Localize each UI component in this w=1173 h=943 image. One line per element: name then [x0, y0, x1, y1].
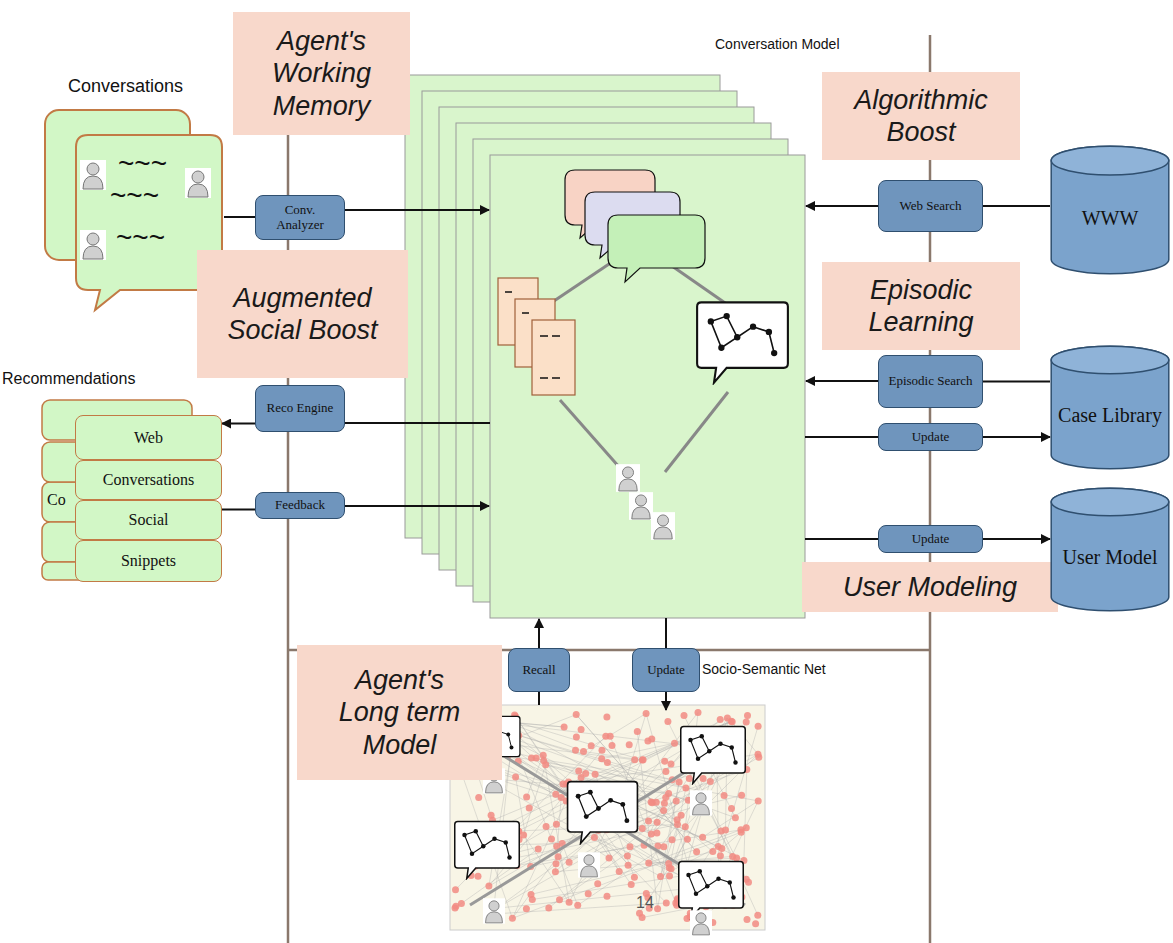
- process-box: Reco Engine: [255, 385, 345, 432]
- connector: [222, 423, 255, 425]
- text-squiggle: ~~~: [116, 222, 165, 254]
- section-label: Recommendations: [2, 370, 135, 388]
- node-text: Web: [134, 429, 163, 447]
- process-box: Update: [878, 423, 983, 451]
- recommendation-card: Conversations: [75, 460, 222, 500]
- section-label: Conversations: [68, 76, 183, 97]
- slide-number: 14: [636, 894, 654, 912]
- connector: [222, 509, 255, 511]
- node-text: Algorithmic Boost: [836, 84, 1006, 149]
- callout-label: Augmented Social Boost: [197, 250, 408, 378]
- node-text: Reco Engine: [267, 401, 334, 416]
- node-text: Update: [912, 430, 950, 445]
- node-text: User Model: [1063, 546, 1158, 569]
- connector: [983, 205, 1050, 207]
- connector: [983, 538, 1050, 540]
- node-text: Snippets: [121, 552, 176, 570]
- database-cylinder: Case Library: [1050, 345, 1170, 470]
- node-text: Social: [129, 511, 169, 529]
- recommendation-card: Snippets: [75, 540, 222, 582]
- node-text: WWW: [1082, 207, 1139, 230]
- process-box: Update: [878, 525, 983, 553]
- section-label: Socio-Semantic Net: [702, 661, 826, 677]
- node-text: Case Library: [1058, 404, 1162, 427]
- process-box: Update: [632, 648, 700, 692]
- connector: [983, 436, 1050, 438]
- connector: [983, 381, 1050, 383]
- database-cylinder: WWW: [1050, 145, 1170, 275]
- node-text: Conv. Analyzer: [260, 203, 340, 233]
- node-text: Feedback: [275, 498, 325, 513]
- text-squiggle: ~~~: [110, 180, 159, 212]
- text-squiggle: ~~~: [118, 148, 167, 180]
- node-text: Augmented Social Boost: [211, 282, 394, 347]
- process-box: Episodic Search: [878, 355, 983, 408]
- node-text: Agent's Long term Model: [322, 664, 477, 761]
- recommendation-card: Social: [75, 500, 222, 540]
- callout-label: Algorithmic Boost: [822, 72, 1020, 160]
- process-box: Feedback: [255, 492, 345, 519]
- node-text: Episodic Search: [888, 374, 972, 389]
- node-text: Update: [647, 663, 685, 678]
- node-text: Conversations: [103, 471, 195, 489]
- node-text: Update: [912, 532, 950, 547]
- recommendation-card: Web: [75, 415, 222, 460]
- callout-label: User Modeling: [802, 562, 1058, 612]
- callout-label: Episodic Learning: [822, 262, 1020, 350]
- node-text: Episodic Learning: [836, 274, 1006, 339]
- process-box: Web Search: [878, 180, 983, 232]
- process-box: Conv. Analyzer: [255, 195, 345, 240]
- node-text: Recall: [522, 663, 555, 678]
- callout-label: Agent's Working Memory: [233, 12, 410, 135]
- card-text: Co: [47, 491, 66, 509]
- process-box: Recall: [508, 648, 570, 692]
- section-label: Conversation Model: [715, 36, 840, 52]
- node-text: Agent's Working Memory: [247, 25, 396, 122]
- database-cylinder: User Model: [1050, 487, 1170, 612]
- node-text: Web Search: [899, 199, 961, 214]
- callout-label: Agent's Long term Model: [297, 645, 502, 780]
- node-text: User Modeling: [843, 571, 1017, 603]
